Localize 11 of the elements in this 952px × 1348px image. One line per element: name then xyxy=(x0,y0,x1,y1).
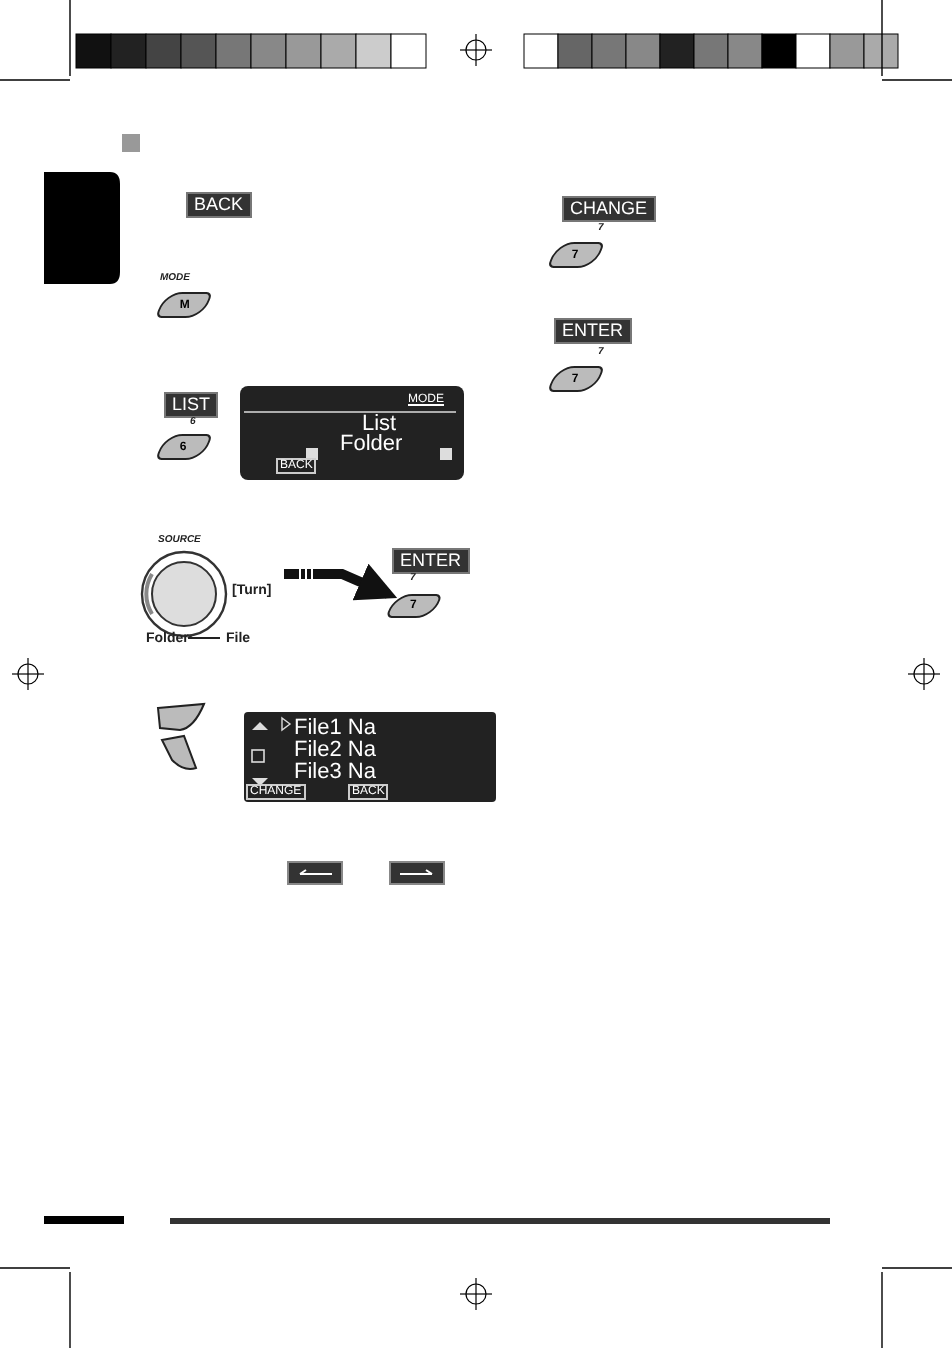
display-text: List xyxy=(362,414,397,436)
display-list-item: File3 Na xyxy=(294,762,376,784)
display-list-item: File1 Na xyxy=(294,718,376,740)
display-list-item: File2 Na xyxy=(294,740,376,762)
change-label: CHANGE xyxy=(562,196,656,222)
display-text: Folder xyxy=(340,434,403,456)
arrow xyxy=(284,563,398,601)
back-label: BACK xyxy=(186,192,252,218)
enter-label: ENTER xyxy=(392,548,470,574)
list-label: LIST xyxy=(164,392,219,418)
enter-label: ENTER xyxy=(554,318,632,344)
